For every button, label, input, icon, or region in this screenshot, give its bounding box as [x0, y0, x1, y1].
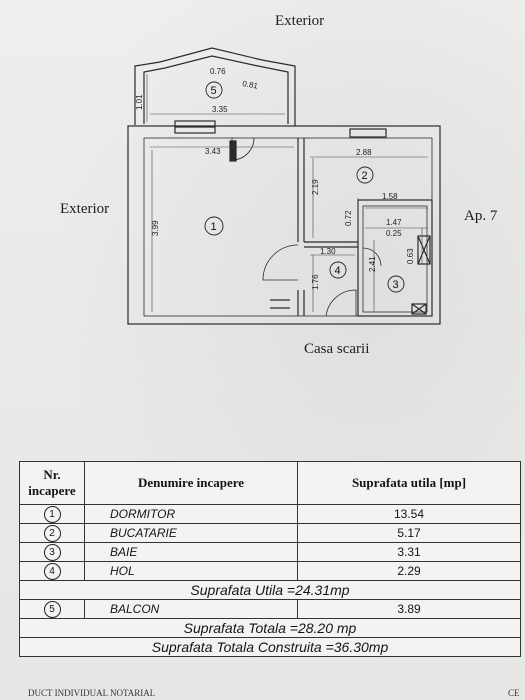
row-area: 3.89 [297, 599, 521, 619]
header-nr: Nr. incapere [19, 461, 85, 505]
totala-total: Suprafata Totala =28.20 mp [19, 618, 521, 638]
totala-row: Suprafata Totala =28.20 mp [19, 618, 521, 638]
table-row: 4 HOL 2.29 [19, 561, 521, 581]
dim-hall-width: 1.30 [320, 247, 336, 256]
dim-bath-width: 1.47 [386, 218, 402, 227]
dim-bath-height: 2.41 [368, 256, 377, 272]
window-room2 [349, 128, 387, 138]
row-name: BUCATARIE [84, 523, 298, 543]
dim-balcony-a: 0.76 [210, 67, 226, 76]
stamp-left-text: DUCT INDIVIDUAL NOTARIAL [28, 688, 156, 698]
row-area: 3.31 [297, 542, 521, 562]
room-number-1: 1 [211, 221, 217, 233]
dim-bath-outer-width: 1.58 [382, 192, 398, 201]
construita-total: Suprafata Totala Construita =36.30mp [19, 637, 521, 657]
row-number: 5 [43, 600, 61, 618]
dim-room1-width: 3.43 [205, 147, 221, 156]
dim-room1-height: 3.99 [151, 220, 160, 236]
row-name: BAIE [84, 542, 298, 562]
table-row: 5 BALCON 3.89 [19, 599, 521, 619]
utila-total: Suprafata Utila =24.31mp [19, 580, 521, 600]
row-area: 2.29 [297, 561, 521, 581]
table-row: 3 BAIE 3.31 [19, 542, 521, 562]
header-suprafata: Suprafata utila [mp] [297, 461, 521, 505]
rooms-table: Nr. incapere Denumire incapere Suprafata… [19, 461, 521, 657]
label-exterior-left: Exterior [60, 201, 110, 217]
row-number: 3 [43, 543, 61, 561]
row-name: HOL [84, 561, 298, 581]
dim-hall-side: 0.72 [344, 210, 353, 226]
stamp-right-text: CE [508, 688, 520, 698]
dim-room2-width: 2.88 [356, 148, 372, 157]
floor-plan: 0.76 0.81 1.01 3.35 3.43 3.99 2.88 2.19 … [127, 47, 441, 325]
construita-row: Suprafata Totala Construita =36.30mp [19, 637, 521, 657]
door-hall [262, 244, 299, 281]
label-exterior-top: Exterior [275, 13, 325, 29]
header-denumire: Denumire incapere [84, 461, 298, 505]
label-apartment-7: Ap. 7 [464, 208, 498, 224]
dim-bath-small: 0.25 [386, 229, 402, 238]
dim-balcony-width: 3.35 [212, 105, 228, 114]
table-row: 1 DORMITOR 13.54 [19, 504, 521, 524]
room-number-3: 3 [393, 279, 399, 291]
row-number: 1 [43, 505, 61, 523]
row-name: BALCON [84, 599, 298, 619]
table-header-row: Nr. incapere Denumire incapere Suprafata… [19, 461, 521, 505]
row-area: 5.17 [297, 523, 521, 543]
door-bath [362, 247, 382, 267]
room-number-5: 5 [211, 85, 217, 97]
dim-room2-height: 2.19 [311, 179, 320, 195]
row-name: DORMITOR [84, 504, 298, 524]
table-row: 2 BUCATARIE 5.17 [19, 523, 521, 543]
dim-bath-side: 0.63 [406, 248, 415, 264]
utila-total-row: Suprafata Utila =24.31mp [19, 580, 521, 600]
row-area: 13.54 [297, 504, 521, 524]
label-staircase: Casa scarii [304, 341, 370, 357]
dim-balcony-b: 0.81 [242, 79, 259, 91]
room-number-2: 2 [362, 170, 368, 182]
dim-hall-height: 1.76 [311, 274, 320, 290]
door-entry [325, 289, 357, 317]
row-number: 4 [43, 562, 61, 580]
row-number: 2 [43, 524, 61, 542]
balcony-outline [134, 47, 296, 126]
dim-balcony-height: 1.01 [135, 94, 144, 110]
apartment-outer-wall [127, 125, 441, 325]
room-number-4: 4 [335, 265, 341, 277]
